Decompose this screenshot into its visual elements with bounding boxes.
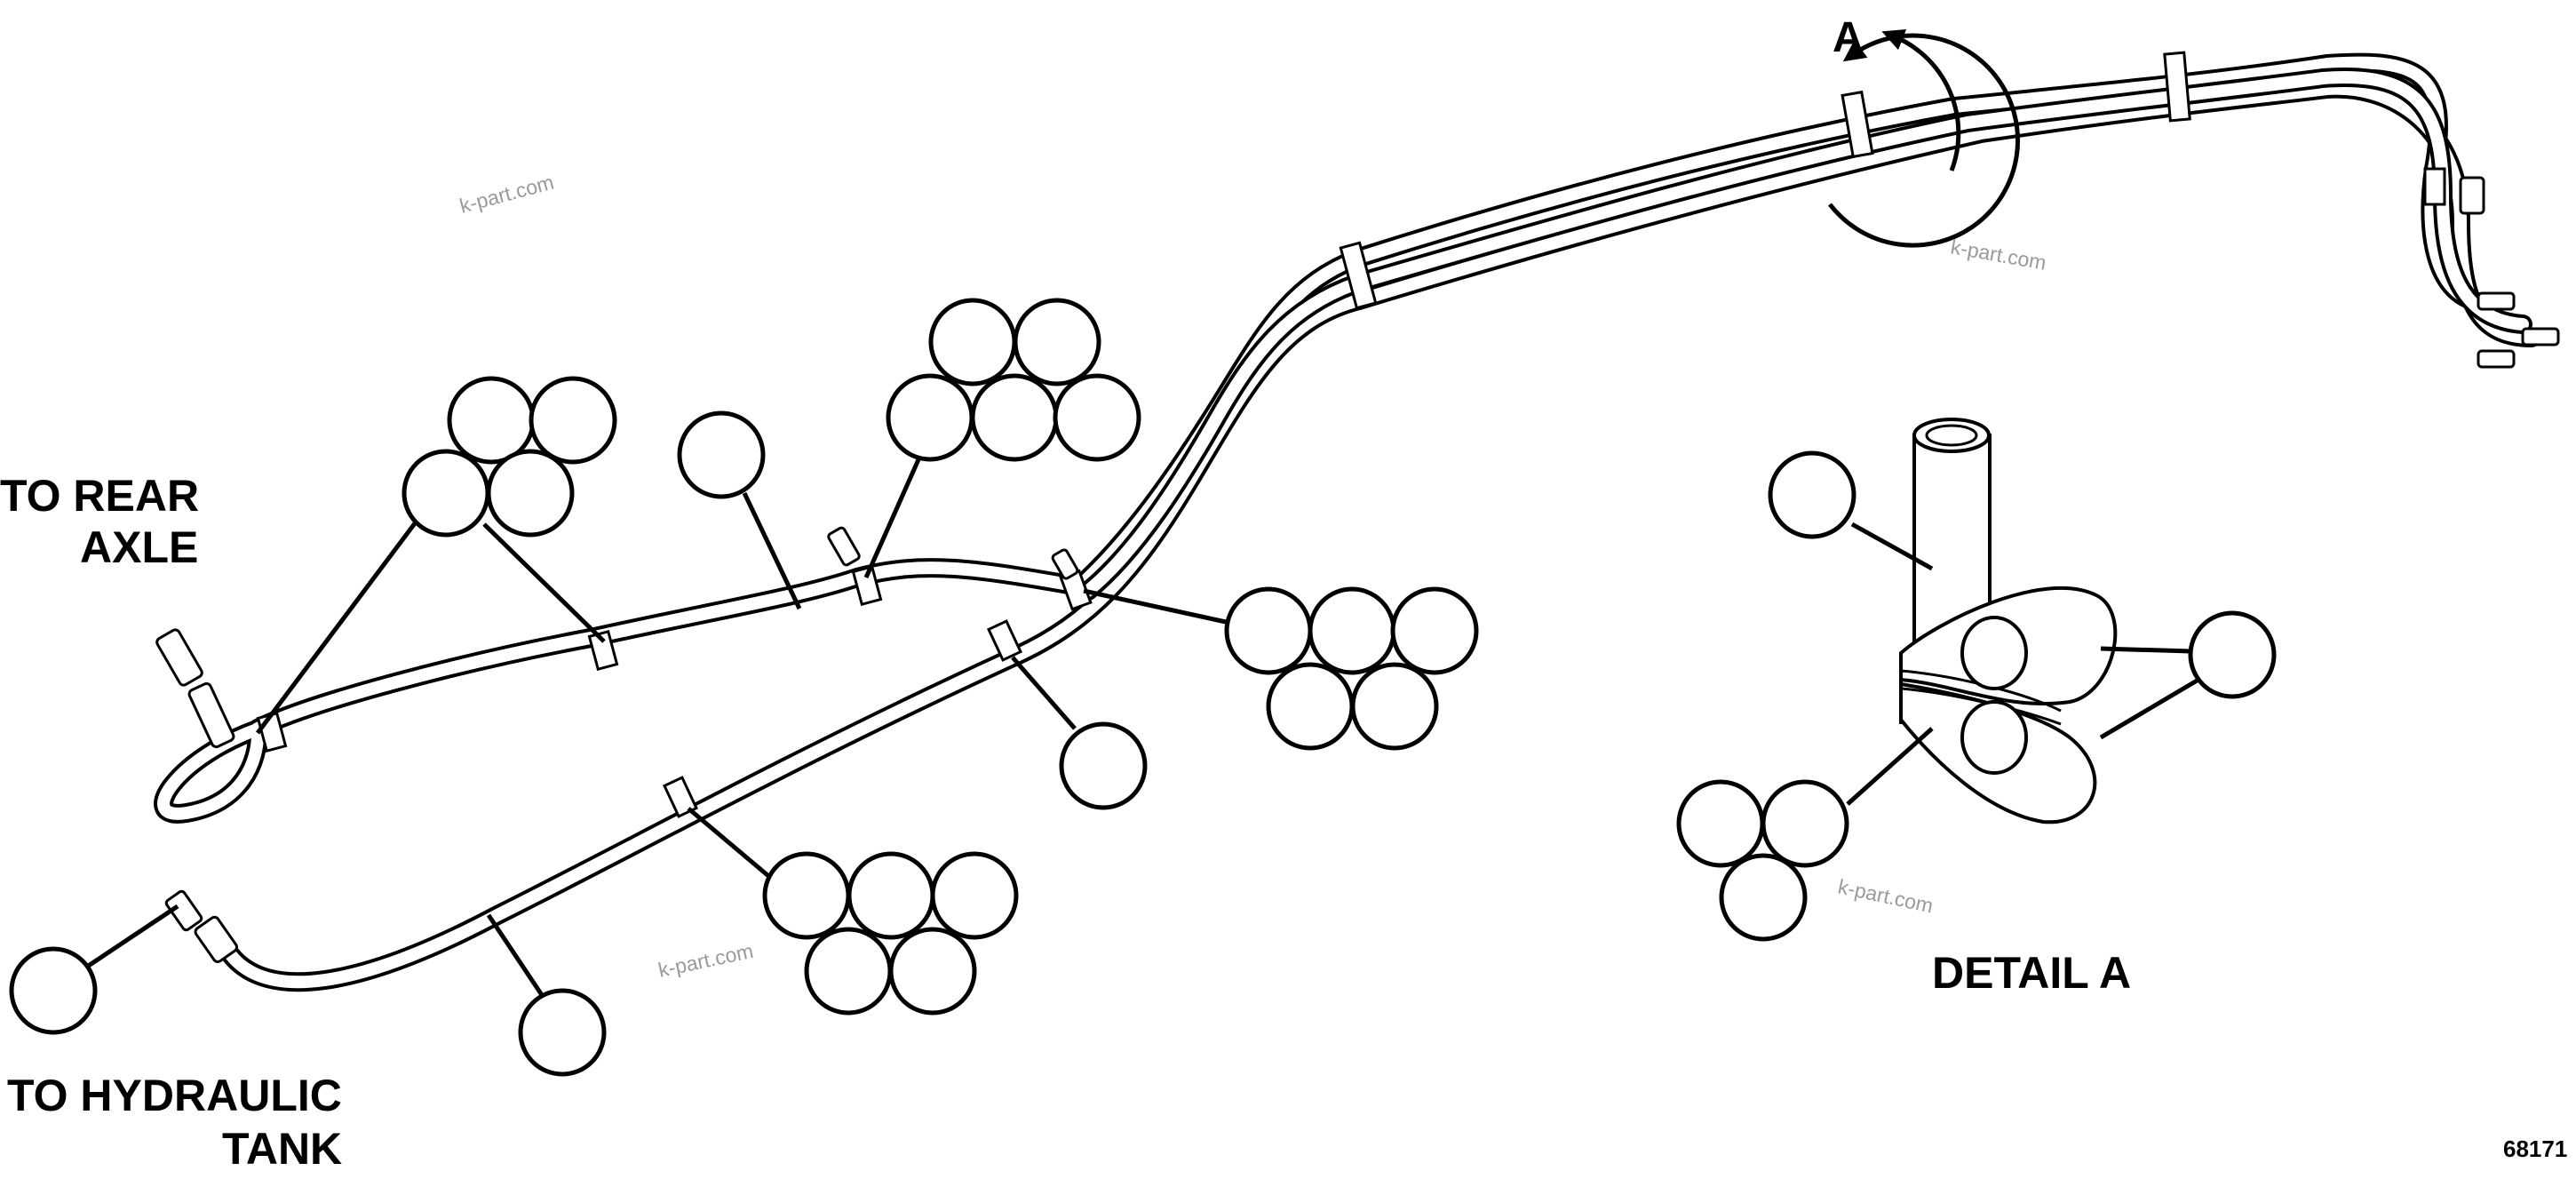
callout-group-9[interactable] (1768, 450, 1934, 571)
callout-group-10[interactable] (2099, 610, 2277, 740)
watermark: k-part.com (457, 171, 557, 218)
label-detail-title: DETAIL A (1932, 948, 2131, 998)
detail-a-clamp-drawing (1899, 418, 2118, 825)
callout-group-7[interactable] (486, 913, 607, 1077)
watermark: k-part.com (1836, 874, 1936, 917)
callout-group-1[interactable] (256, 376, 617, 735)
stub-fittings (827, 526, 1079, 580)
label-to-hydraulic-tank-line2: TANK (222, 1124, 342, 1174)
callout-group-11[interactable] (1676, 727, 1934, 942)
watermark: k-part.com (656, 939, 756, 982)
label-to-rear-axle-line2: AXLE (80, 522, 198, 572)
label-to-rear-axle-line1: TO REAR (0, 471, 199, 521)
callout-group-8[interactable] (9, 904, 179, 1035)
watermark: k-part.com (1949, 235, 2048, 274)
label-figure-number: 68171 (2503, 1135, 2567, 1162)
label-detail-marker: A (1833, 14, 1864, 61)
callout-group-5[interactable] (1011, 656, 1148, 810)
fitting-right-ends (2459, 176, 2560, 369)
detail-a-indicator (1828, 28, 2020, 248)
label-to-hydraulic-tank-line1: TO HYDRAULIC (7, 1071, 342, 1120)
hose-hydraulic-tank (221, 78, 2541, 992)
fitting-hydraulic-tank-end (164, 889, 239, 963)
fitting-rear-axle-end (155, 628, 235, 749)
hose-clamps (256, 51, 2446, 818)
callout-group-3[interactable] (863, 298, 1141, 579)
callout-group-2[interactable] (677, 410, 802, 610)
hose-middle (1078, 68, 2532, 601)
callout-group-6[interactable] (687, 807, 1019, 1016)
callout-group-4[interactable] (1083, 586, 1479, 751)
